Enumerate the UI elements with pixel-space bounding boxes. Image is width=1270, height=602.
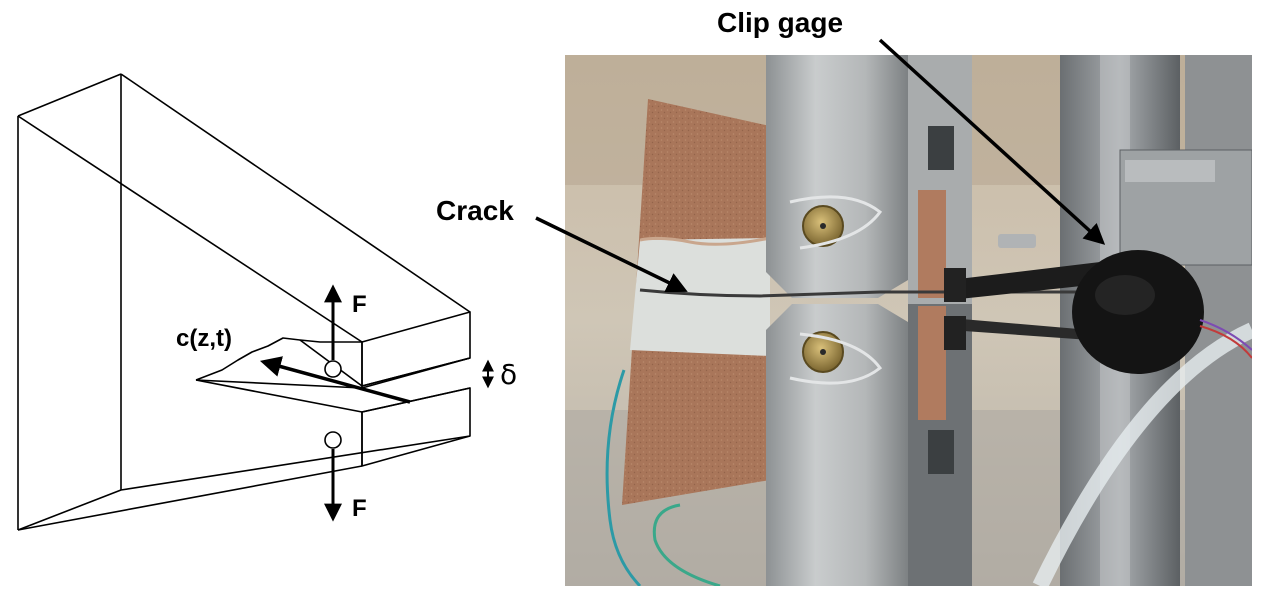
clip-gage-arm-upper [950, 262, 1100, 300]
clip-gage-arm-lower [950, 318, 1090, 340]
upper-pin [789, 195, 883, 250]
top-pin-hole [324, 360, 342, 378]
specimen-schematic: F F c(z,t) δ [17, 73, 517, 531]
clip-gage-body [1072, 250, 1252, 374]
crack-callout: Crack [436, 195, 688, 293]
wire-green [652, 503, 721, 586]
crack-length-label: c(z,t) [176, 325, 232, 352]
paint-strip [630, 238, 770, 356]
force-label-bottom: F [352, 495, 367, 522]
upper-arm [361, 311, 471, 388]
crack-wedge [195, 337, 471, 413]
clip-gage-callout-label: Clip gage [717, 7, 843, 38]
transparent-tube [1032, 322, 1252, 586]
crack-growth-arrow [259, 356, 411, 404]
bottom-pin-hole [324, 431, 342, 449]
wire-blue [605, 369, 642, 586]
lower-pin [789, 331, 883, 385]
test-setup-photo [565, 55, 1252, 586]
specimen-outline [17, 73, 471, 531]
force-label-top: F [352, 291, 367, 318]
crack-callout-label: Crack [436, 195, 514, 226]
crack-line [639, 288, 1080, 298]
opening-label: δ [500, 358, 517, 391]
clip-gage-callout: Clip gage [717, 7, 1106, 245]
